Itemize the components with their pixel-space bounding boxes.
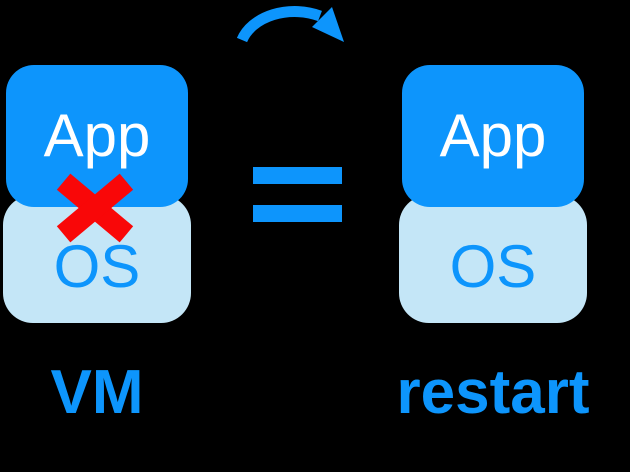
vm-stack: OS App VM: [3, 65, 191, 465]
restart-os-label: OS: [449, 232, 537, 300]
restart-caption: restart: [396, 358, 590, 427]
arrow-head: [312, 7, 344, 42]
restart-os-box: OS: [399, 195, 587, 323]
vm-caption: VM: [50, 358, 144, 427]
crash-x-icon: [56, 173, 134, 243]
arrow-arc: [236, 6, 322, 43]
vm-app-box: App: [6, 65, 188, 207]
restart-app-box: App: [402, 65, 584, 207]
equals-sign-icon: [253, 167, 342, 222]
restart-app-label: App: [439, 102, 547, 169]
restart-arrow-icon: [236, 6, 344, 43]
vm-os-label: OS: [53, 232, 141, 300]
equals-bar-bottom: [253, 205, 342, 222]
restart-stack: OS App restart: [397, 65, 590, 465]
vm-app-label: App: [43, 102, 151, 169]
equals-bar-top: [253, 167, 342, 184]
